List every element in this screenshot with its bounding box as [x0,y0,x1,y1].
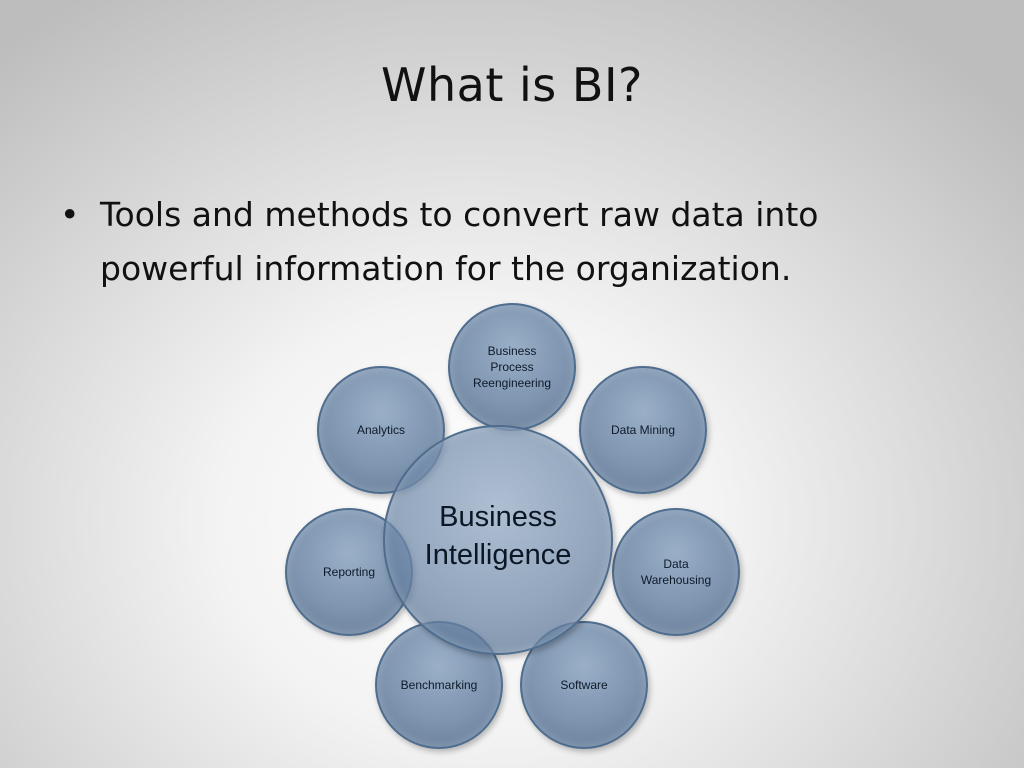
bullet-list: • Tools and methods to convert raw data … [58,188,958,296]
node-label: Software [560,678,608,692]
node-business-intelligence: Business Intelligence [383,425,613,655]
bullet-text: Tools and methods to convert raw data in… [100,195,819,288]
node-label: Analytics [356,423,406,437]
center-label: Business Intelligence [424,501,572,571]
node-data-mining: Data Mining [579,366,707,494]
bullet-marker: • [60,195,80,234]
node-software: Software [520,621,648,749]
node-label: Business Process Reengineering [472,344,552,390]
node-label: Reporting [322,565,376,579]
node-data-warehousing: Data Warehousing [612,508,740,636]
node-business-process-reengineering: Business Process Reengineering [448,303,576,431]
slide-title: What is BI? [381,58,643,112]
node-label: Data Warehousing [640,557,712,587]
node-label: Benchmarking [400,678,478,692]
node-label: Data Mining [610,423,676,437]
bullet-item: • Tools and methods to convert raw data … [58,188,958,296]
